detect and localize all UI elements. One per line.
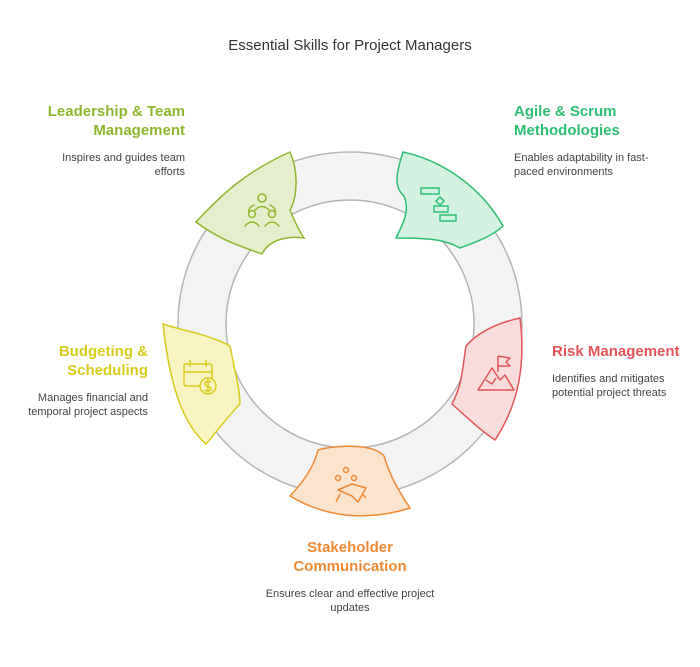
label-budgeting-heading: Budgeting & Scheduling (58, 343, 148, 379)
label-stakeholder: Stakeholder Communication Ensures clear … (250, 538, 450, 615)
segment-risk-shape (451, 317, 523, 442)
label-agile: Agile & Scrum Methodologies Enables adap… (514, 102, 664, 179)
label-agile-heading: Agile & Scrum Methodologies (514, 103, 620, 139)
diagram-title: Essential Skills for Project Managers (228, 37, 472, 54)
label-risk-description: Identifies and mitigates potential proje… (552, 373, 667, 399)
mountain-flag-icon (477, 355, 515, 391)
segment-budgeting (162, 322, 241, 446)
label-budgeting-description: Manages financial and temporal project a… (28, 392, 148, 418)
team-icon (244, 193, 280, 227)
gantt-chart-icon (420, 187, 457, 222)
label-budgeting: Budgeting & Scheduling Manages financial… (20, 342, 148, 419)
label-leadership-description: Inspires and guides team efforts (62, 152, 185, 178)
segment-leadership-shape (194, 151, 306, 255)
label-stakeholder-heading: Stakeholder Communication (293, 539, 407, 575)
segment-agile (394, 151, 504, 249)
megaphone-icon (334, 466, 367, 503)
label-stakeholder-description: Ensures clear and effective project upda… (265, 588, 435, 614)
label-leadership: Leadership & Team Management Inspires an… (40, 102, 185, 179)
segment-leadership (194, 151, 306, 255)
segment-stakeholder (288, 445, 412, 517)
label-leadership-heading: Leadership & Team Management (47, 103, 185, 139)
segment-risk (451, 317, 523, 442)
label-agile-description: Enables adaptability in fast-paced envir… (514, 152, 649, 178)
segment-agile-shape (394, 151, 504, 249)
calendar-dollar-icon (183, 360, 217, 395)
label-risk-heading: Risk Management (552, 343, 680, 360)
label-risk: Risk Management Identifies and mitigates… (552, 342, 692, 400)
segment-stakeholder-shape (288, 445, 412, 517)
